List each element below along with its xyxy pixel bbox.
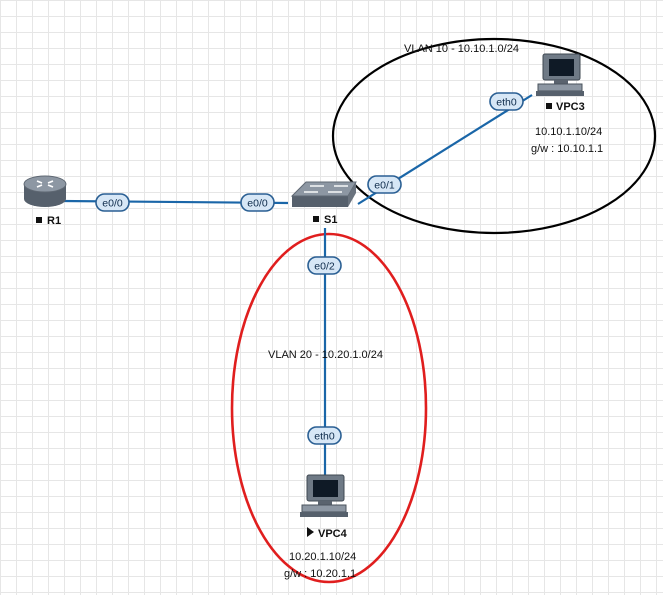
node-r1-label: R1 [47, 215, 61, 227]
router-icon [23, 175, 67, 207]
interface-vpc3-eth0[interactable]: eth0 [489, 92, 524, 111]
interface-s1-e0-2[interactable]: e0/2 [307, 256, 342, 275]
svg-text:e0/0: e0/0 [102, 198, 123, 210]
stopped-status-icon [546, 103, 552, 109]
node-vpc4-label: VPC4 [318, 528, 348, 540]
vlan20-label: VLAN 20 - 10.20.1.0/24 [268, 349, 383, 361]
svg-text:eth0: eth0 [314, 431, 335, 443]
vpc4-gateway: g/w : 10.20.1.1 [284, 568, 356, 580]
vpc3-ip: 10.10.1.10/24 [535, 126, 602, 138]
svg-text:e0/0: e0/0 [247, 198, 268, 210]
svg-text:e0/2: e0/2 [314, 261, 335, 273]
interface-s1-e0-1[interactable]: e0/1 [367, 175, 402, 194]
interface-s1-e0-0[interactable]: e0/0 [240, 193, 275, 212]
computer-icon [300, 474, 348, 517]
interface-r1-e0-0[interactable]: e0/0 [95, 193, 130, 212]
running-status-icon [307, 527, 314, 537]
node-r1[interactable]: R1 [23, 175, 67, 227]
stopped-status-icon [36, 217, 42, 223]
node-s1-label: S1 [324, 214, 337, 226]
vpc3-gateway: g/w : 10.10.1.1 [531, 143, 603, 155]
interface-vpc4-eth0[interactable]: eth0 [307, 426, 342, 445]
node-vpc3-label: VPC3 [556, 101, 585, 113]
stopped-status-icon [313, 216, 319, 222]
vlan10-zone [331, 37, 657, 235]
svg-text:eth0: eth0 [496, 97, 517, 109]
node-vpc4[interactable]: VPC4 10.20.1.10/24 g/w : 10.20.1.1 [284, 474, 356, 580]
vpc4-ip: 10.20.1.10/24 [289, 551, 356, 563]
vlan20-zone [230, 232, 428, 584]
node-s1[interactable]: S1 [290, 181, 357, 226]
computer-icon [536, 53, 584, 96]
node-vpc3[interactable]: VPC3 10.10.1.10/24 g/w : 10.10.1.1 [531, 53, 603, 155]
switch-icon [290, 181, 357, 207]
svg-text:e0/1: e0/1 [374, 180, 395, 192]
vlan10-label: VLAN 10 - 10.10.1.0/24 [404, 43, 519, 55]
